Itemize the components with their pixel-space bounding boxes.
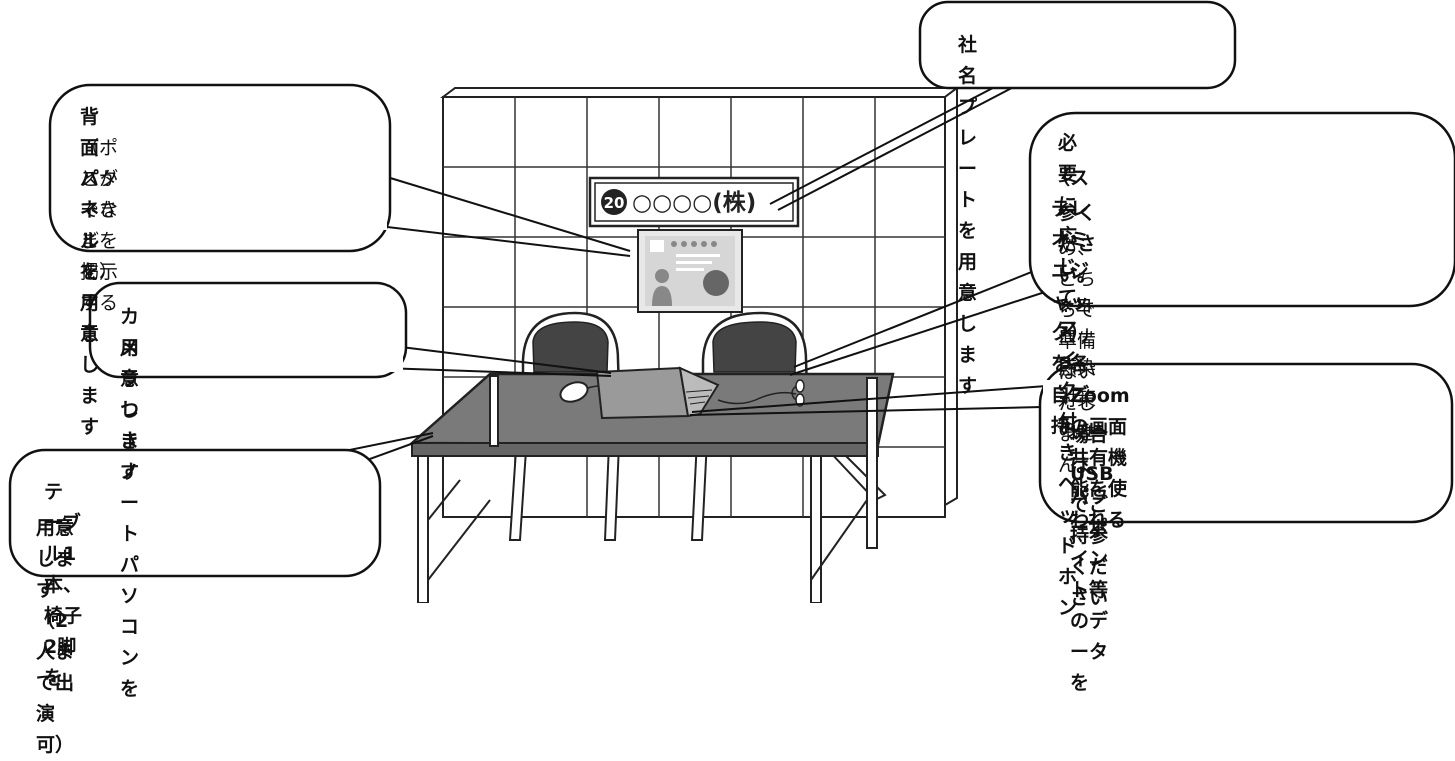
laptop-icon bbox=[595, 366, 720, 420]
callout-headphones-line3-bold: 参ください。 bbox=[1058, 202, 1097, 286]
callout-zoom-line3: USBでご持参ください bbox=[1070, 463, 1114, 609]
headphones-icon bbox=[717, 379, 805, 407]
nameplate-number: 20 bbox=[604, 194, 625, 212]
nameplate-company: ○○○○(株) bbox=[632, 190, 756, 216]
nameplate-sign: 20 ○○○○(株) bbox=[588, 176, 800, 228]
callout-headphones-line4: め、こちらで準備はいたしません bbox=[1058, 237, 1097, 476]
callout-nameplate-text: 社名プレートを用意します bbox=[958, 34, 978, 397]
callout-headphones-line1: 必要に応じて、マイク付きヘッドホン bbox=[1058, 132, 1096, 619]
poster-icon bbox=[637, 229, 743, 313]
callout-headphones-line3-rest: ※コロナ感染対策のた bbox=[1058, 295, 1097, 441]
mouse-icon bbox=[559, 381, 613, 403]
speech-bubbles bbox=[8, 0, 1455, 578]
callout-laptop-line2: 用意します bbox=[120, 337, 140, 483]
callout-table-line2: 用意します（2人まで出演可） bbox=[36, 517, 75, 756]
nameplate-number-badge bbox=[601, 189, 627, 215]
callout-headphones-line2: （ステレオミニジャック）を各自ご持 bbox=[1051, 167, 1090, 437]
callout-headphones-line3: 参ください。 ※コロナ感染対策のた bbox=[1058, 198, 1096, 446]
callout-back-panel-body-2: とができます） bbox=[80, 168, 119, 283]
booth-illustration: 20 ○○○○(株) bbox=[8, 0, 1455, 603]
callout-zoom-line1: Zoomの画面共有機能を使われる bbox=[1070, 385, 1130, 531]
callout-back-panel-title: 背面パネルを用意します bbox=[80, 106, 100, 438]
callout-back-panel-body-1: （ポスターなどを掲示するこ bbox=[80, 137, 119, 345]
